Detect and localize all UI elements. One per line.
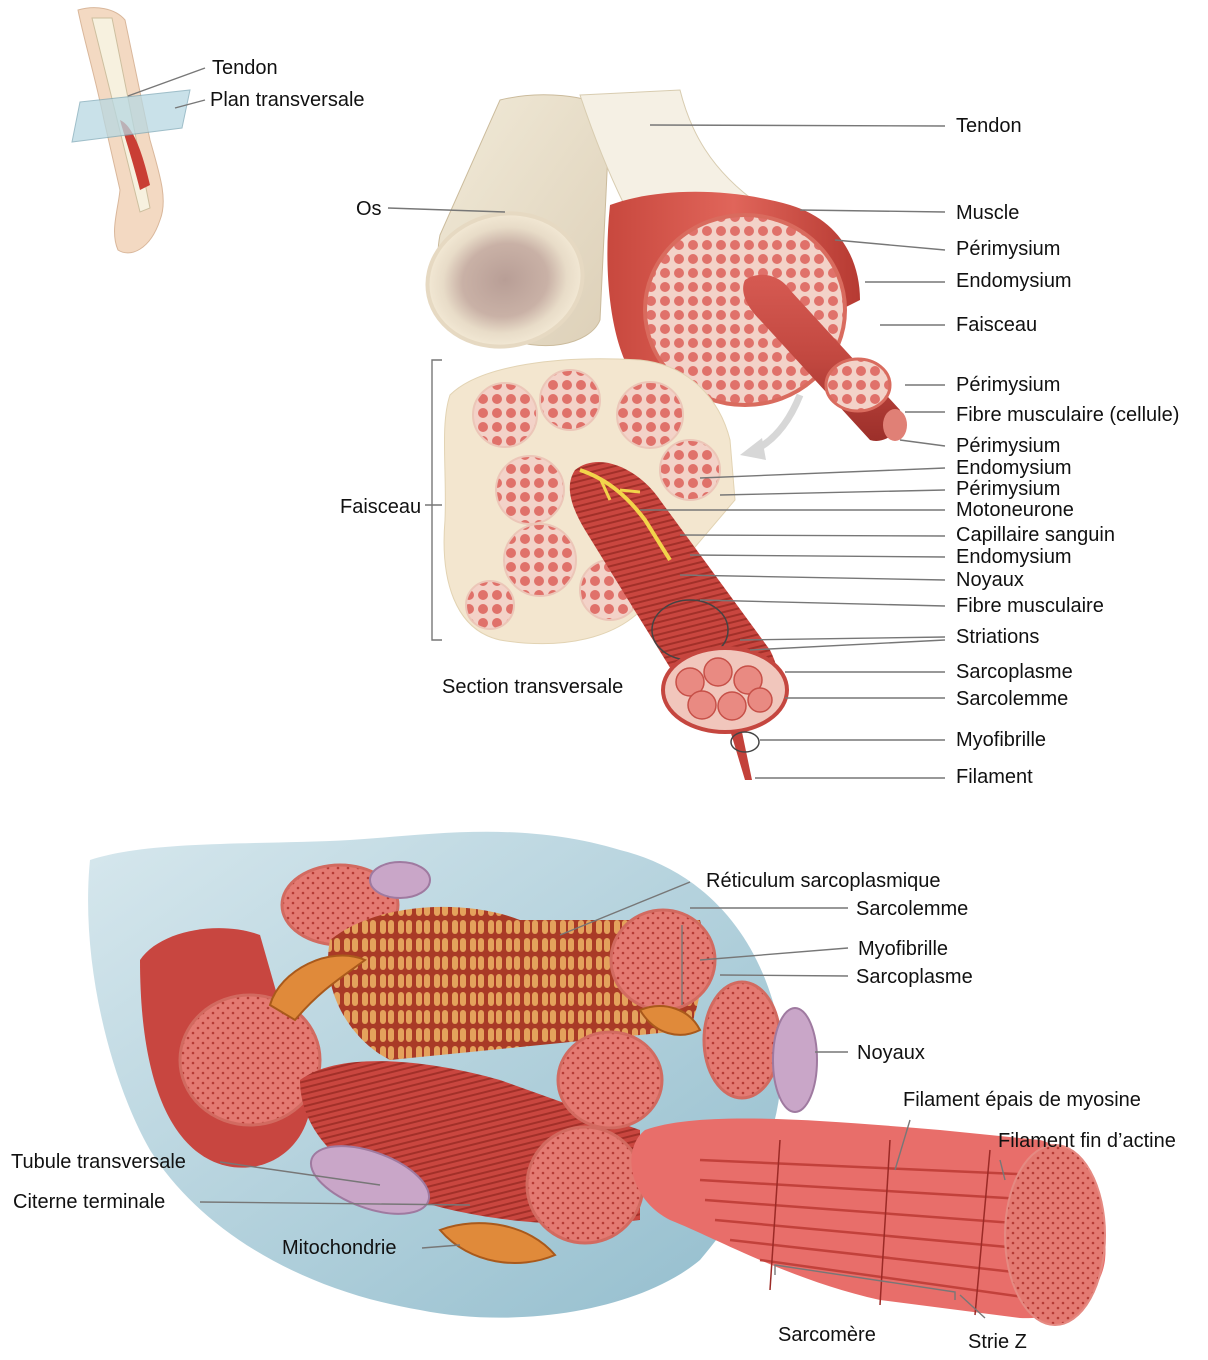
- label-striations: Striations: [956, 626, 1039, 648]
- label-muscle-fiber-cell: Fibre musculaire (cellule): [956, 404, 1179, 426]
- label-detail-nuclei: Noyaux: [857, 1042, 925, 1064]
- label-muscle: Muscle: [956, 202, 1019, 224]
- label-perimysium-4: Périmysium: [956, 478, 1060, 500]
- label-detail-myofibril: Myofibrille: [858, 938, 948, 960]
- label-thick-myosin-filament: Filament épais de myosine: [903, 1089, 1141, 1111]
- label-bone: Os: [356, 198, 382, 220]
- label-cross-section: Section transversale: [442, 676, 623, 698]
- label-motor-neuron: Motoneurone: [956, 499, 1074, 521]
- label-detail-sarcoplasm: Sarcoplasme: [856, 966, 973, 988]
- label-endomysium-2: Endomysium: [956, 457, 1072, 479]
- label-endomysium-1: Endomysium: [956, 270, 1072, 292]
- label-perimysium-1: Périmysium: [956, 238, 1060, 260]
- label-perimysium-3: Périmysium: [956, 435, 1060, 457]
- label-tendon: Tendon: [956, 115, 1022, 137]
- label-z-line: Strie Z: [968, 1331, 1027, 1353]
- label-sarcolemma: Sarcolemme: [956, 688, 1068, 710]
- label-transverse-tubule: Tubule transversale: [11, 1151, 186, 1173]
- label-myofibril: Myofibrille: [956, 729, 1046, 751]
- label-sarcoplasmic-reticulum: Réticulum sarcoplasmique: [706, 870, 941, 892]
- label-detail-sarcolemma: Sarcolemme: [856, 898, 968, 920]
- label-fascicle: Faisceau: [956, 314, 1037, 336]
- label-mitochondrion: Mitochondrie: [282, 1237, 397, 1259]
- label-arm-tendon: Tendon: [212, 57, 278, 79]
- arm-inset-illustration: [72, 8, 190, 253]
- label-sarcomere: Sarcomère: [778, 1324, 876, 1346]
- label-transverse-plane: Plan transversale: [210, 89, 365, 111]
- label-perimysium-2: Périmysium: [956, 374, 1060, 396]
- label-thin-actin-filament: Filament fin d’actine: [998, 1130, 1176, 1152]
- label-blood-capillary: Capillaire sanguin: [956, 524, 1115, 546]
- label-nuclei: Noyaux: [956, 569, 1024, 591]
- label-terminal-cistern: Citerne terminale: [13, 1191, 165, 1213]
- label-muscle-fiber: Fibre musculaire: [956, 595, 1104, 617]
- label-filament: Filament: [956, 766, 1033, 788]
- label-fascicle-bracket: Faisceau: [340, 496, 421, 518]
- label-endomysium-3: Endomysium: [956, 546, 1072, 568]
- label-sarcoplasm: Sarcoplasme: [956, 661, 1073, 683]
